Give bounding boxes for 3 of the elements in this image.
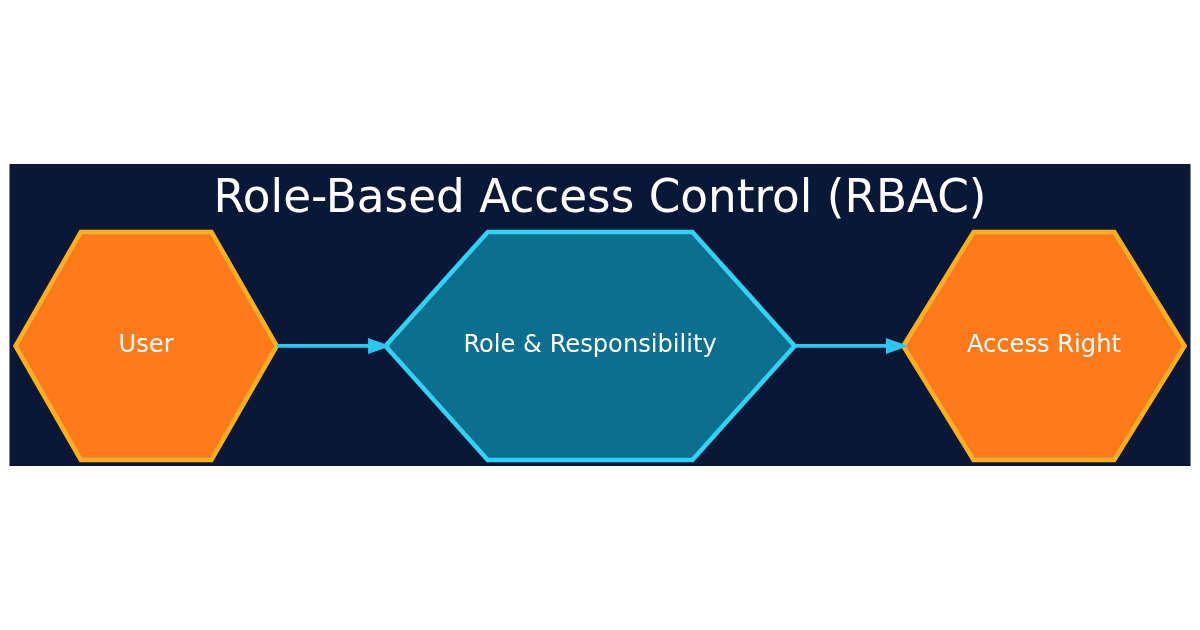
arrow <box>276 338 391 354</box>
arrow <box>795 338 909 354</box>
diagram-title: Role-Based Access Control (RBAC) <box>213 170 987 224</box>
